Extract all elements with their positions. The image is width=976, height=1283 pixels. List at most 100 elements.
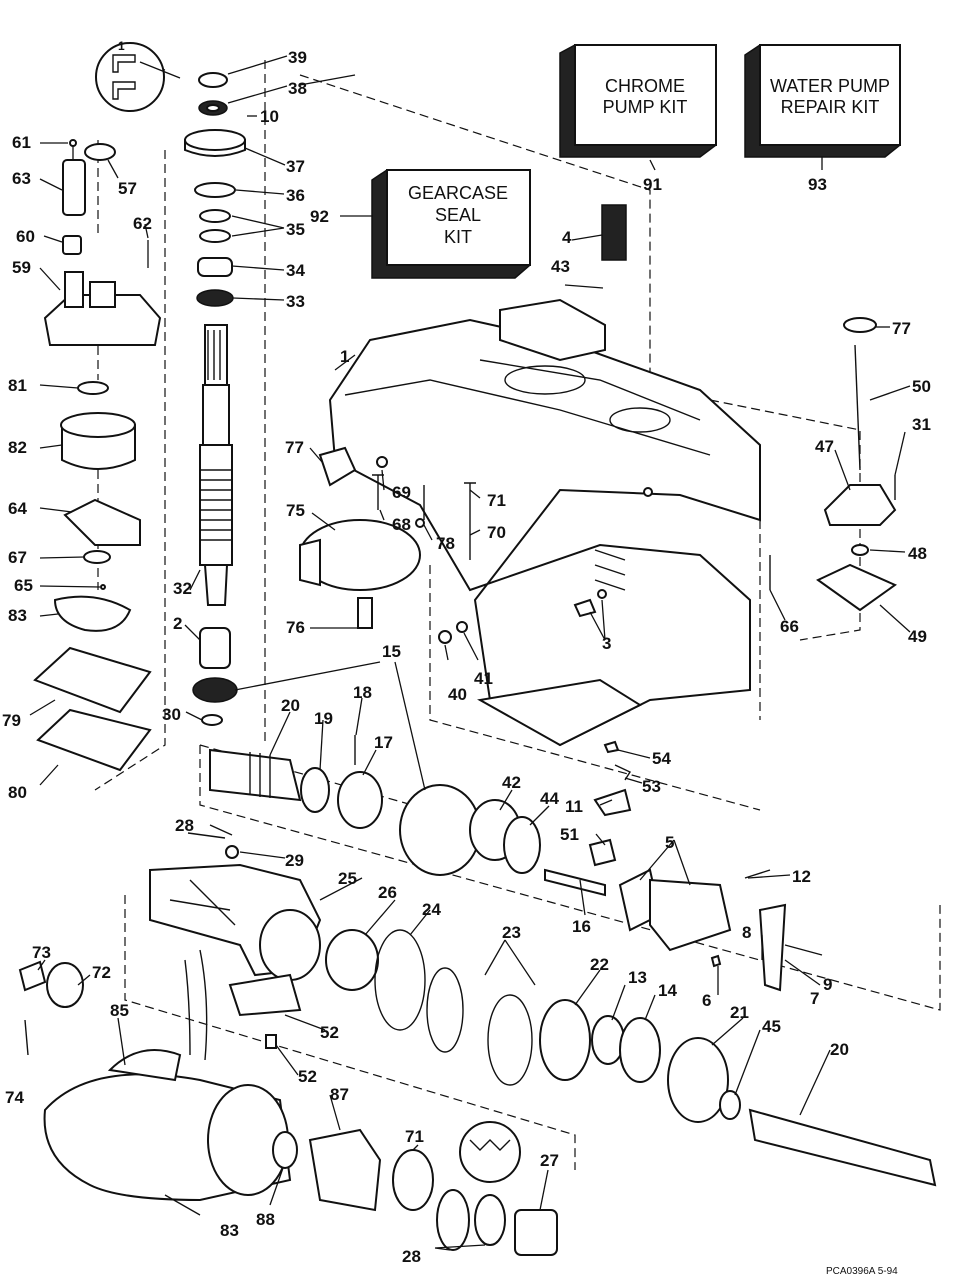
callout-36: 35: [286, 220, 305, 239]
gearcase-seal-kit-line1: GEARCASE: [408, 183, 508, 203]
callout-47: 45: [762, 1017, 781, 1036]
callout-20: 20: [281, 696, 300, 715]
callout-24: 24: [422, 900, 441, 919]
callout-38: 37: [286, 157, 305, 176]
callout-34: 33: [286, 292, 305, 311]
callout-63: 63: [12, 169, 31, 188]
callout-40: 39: [288, 48, 307, 67]
chrome-pump-kit-line1: CHROME: [605, 76, 685, 96]
water-pump-repair-kit-box: WATER PUMP REPAIR KIT: [744, 44, 901, 158]
callout-31: 30: [162, 705, 181, 724]
callout-55: 53: [642, 777, 661, 796]
gearcase-seal-kit-line3: KIT: [444, 227, 472, 247]
lower-unit-parts: [18, 735, 937, 1256]
callout-33: 32: [173, 579, 192, 598]
callout-37: 36: [286, 186, 305, 205]
callout-32: 31: [912, 415, 931, 434]
callout-67: 67: [8, 548, 27, 567]
callout-43: 42: [502, 773, 521, 792]
callout-56: 54: [652, 749, 671, 768]
callout-4: 4: [562, 228, 572, 247]
callout-2: 2: [173, 614, 182, 633]
callout-12: 12: [792, 867, 811, 886]
callout-25: 25: [338, 869, 357, 888]
callout-76: 75: [286, 501, 305, 520]
driveshaft-stack: [184, 72, 246, 726]
callout-81: 78: [436, 534, 455, 553]
callout-52: 51: [560, 825, 579, 844]
callout-85: 82: [8, 438, 27, 457]
callout-21: 21: [730, 1003, 749, 1022]
callout-74: 73: [32, 943, 51, 962]
callout-labels: 39 38 10 37 36 35 34 33 61 63 57 62 60 5…: [2, 48, 931, 1277]
water-pump-repair-kit-line2: REPAIR KIT: [781, 97, 880, 117]
callout-91: 91: [643, 175, 662, 194]
callout-68: 68: [392, 515, 411, 534]
callout-44: 43: [551, 257, 570, 276]
callout-72: 71: [405, 1127, 424, 1146]
water-pump-parts: [33, 139, 162, 772]
callout-50: 50: [912, 377, 931, 396]
callout-1: 1: [340, 347, 349, 366]
gearcase-seal-kit-box: GEARCASE SEAL KIT: [371, 169, 531, 279]
center-parts: [299, 446, 771, 781]
callout-35: 34: [286, 261, 305, 280]
callout-26: 26: [378, 883, 397, 902]
callout-13: 13: [628, 968, 647, 987]
callout-82: 80: [8, 783, 27, 802]
callout-48: 47: [815, 437, 834, 456]
callout-28: 28: [402, 1247, 421, 1266]
callout-69: 69: [392, 483, 411, 502]
callout-6: 6: [702, 991, 711, 1010]
drawing-code: PCA0396A 5-94: [826, 1266, 898, 1277]
callout-45: 44: [540, 789, 559, 808]
inset-label: 1: [118, 39, 125, 53]
callout-57: 57: [118, 179, 137, 198]
callout-11: 11: [565, 797, 583, 816]
callout-15: 15: [382, 642, 401, 661]
callout-77: 76: [286, 618, 305, 637]
callout-73: 72: [92, 963, 111, 982]
right-parts: [816, 317, 898, 612]
callout-88: 85: [110, 1001, 129, 1020]
callout-89: 87: [330, 1085, 349, 1104]
callout-54: 52: [298, 1067, 317, 1086]
callout-17: 17: [374, 733, 393, 752]
callout-65: 65: [14, 576, 33, 595]
callout-86: 83: [8, 606, 27, 625]
callout-3: 3: [602, 634, 611, 653]
chrome-pump-kit-line2: PUMP KIT: [603, 97, 688, 117]
callout-80: 79: [2, 711, 21, 730]
callout-64: 64: [8, 499, 27, 518]
callout-7: 7: [810, 989, 819, 1008]
callout-42: 41: [474, 669, 493, 688]
gearcase-seal-kit-line2: SEAL: [435, 205, 481, 225]
callout-79: 77: [285, 438, 304, 457]
leader-lines: [29, 55, 911, 1251]
callout-78: 77: [892, 319, 911, 338]
callout-27: 27: [540, 1151, 559, 1170]
callout-71: 71: [487, 491, 506, 510]
callout-60: 60: [16, 227, 35, 246]
callout-22: 22: [590, 955, 609, 974]
callout-19: 19: [314, 709, 333, 728]
callout-5: 5: [665, 833, 674, 852]
callout-39: 38: [288, 79, 307, 98]
callout-8: 8: [742, 923, 751, 942]
callout-23: 23: [502, 923, 521, 942]
callout-16: 16: [572, 917, 591, 936]
callout-75: 74: [5, 1088, 24, 1107]
callout-70: 70: [487, 523, 506, 542]
callout-59: 59: [12, 258, 31, 277]
callout-10: 10: [260, 107, 279, 126]
callout-83: 81: [8, 376, 27, 395]
callout-49: 48: [908, 544, 927, 563]
callout-51: 49: [908, 627, 927, 646]
callout-90: 88: [256, 1210, 275, 1229]
callout-62: 62: [133, 214, 152, 233]
callout-18: 18: [353, 683, 372, 702]
callout-92: 92: [310, 207, 329, 226]
callout-93: 93: [808, 175, 827, 194]
callout-30: 29: [285, 851, 304, 870]
